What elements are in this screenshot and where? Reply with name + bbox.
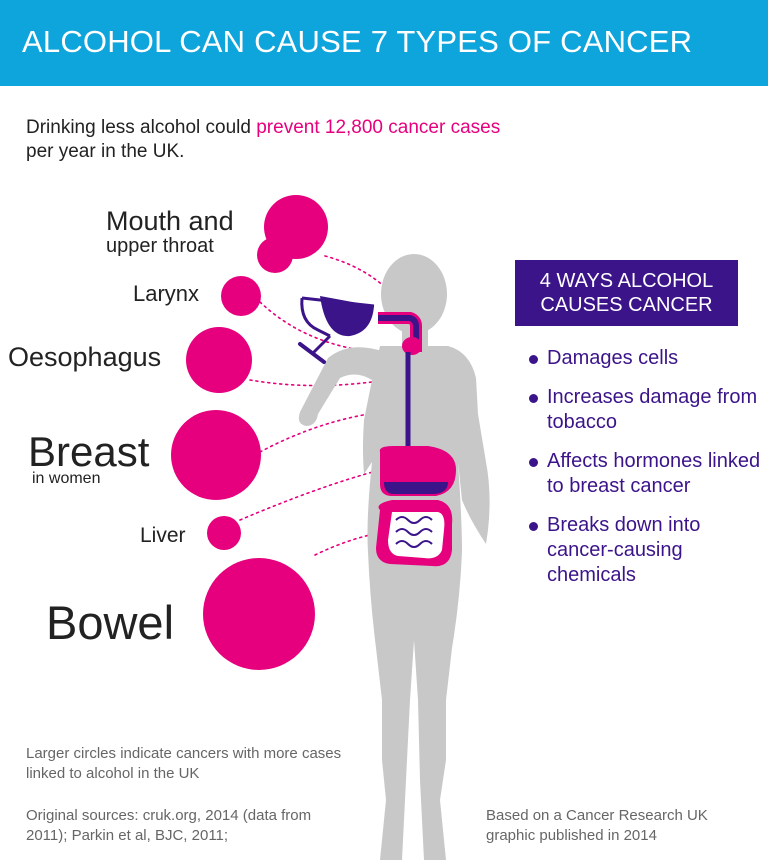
circle-larynx xyxy=(221,276,261,316)
label-oesophagus: Oesophagus xyxy=(8,342,162,372)
ways-list-item: Affects hormones linked to breast cancer xyxy=(527,449,762,499)
bullet-icon xyxy=(529,355,538,364)
ways-list-item: Damages cells xyxy=(527,346,762,371)
circle-oesophagus xyxy=(186,327,252,393)
ways-title-line1: 4 WAYS ALCOHOL xyxy=(539,270,714,292)
ways-title-line2: CAUSES CANCER xyxy=(540,294,713,316)
ways-title-box: 4 WAYS ALCOHOL CAUSES CANCER xyxy=(515,260,738,326)
label-liver: Liver xyxy=(140,524,186,547)
sources-note: Original sources: cruk.org, 2014 (data f… xyxy=(26,807,312,844)
label-larynx: Larynx xyxy=(133,281,200,306)
intro-text-after: per year in the UK. xyxy=(26,141,185,162)
ways-title: 4 WAYS ALCOHOL CAUSES CANCER xyxy=(515,260,738,317)
circle-liver xyxy=(207,516,241,550)
based-on-note: Based on a Cancer Research UK graphic pu… xyxy=(486,807,708,844)
bullet-icon xyxy=(529,394,538,403)
circle-size-note: Larger circles indicate cancers with mor… xyxy=(26,745,342,782)
label-mouth: Mouth and xyxy=(106,206,234,236)
wine-glass-icon xyxy=(298,296,375,364)
intro-text: Drinking less alcohol could prevent 12,8… xyxy=(26,116,646,164)
ways-list-item: Increases damage from tobacco xyxy=(527,385,762,435)
label-breast: Breast xyxy=(28,428,150,475)
page-title: ALCOHOL CAN CAUSE 7 TYPES OF CANCER xyxy=(22,24,693,59)
circle-bowel xyxy=(203,558,315,670)
intro-text-before: Drinking less alcohol could xyxy=(26,117,257,138)
digestive-tract-icon xyxy=(376,312,456,567)
circle-breast xyxy=(171,410,261,500)
connector-larynx xyxy=(259,301,361,351)
bullet-icon xyxy=(529,522,538,531)
connector-liver xyxy=(239,469,381,521)
bullet-icon xyxy=(529,458,538,467)
intro-highlight: prevent 12,800 cancer cases xyxy=(256,117,501,138)
circle-upper-throat xyxy=(257,237,293,273)
ways-list: Damages cells Increases damage from toba… xyxy=(527,346,762,602)
header-banner: ALCOHOL CAN CAUSE 7 TYPES OF CANCER xyxy=(0,0,768,86)
label-bowel: Bowel xyxy=(46,596,175,649)
label-upper-throat: upper throat xyxy=(106,235,214,257)
label-in-women: in women xyxy=(32,470,101,487)
ways-list-item: Breaks down into cancer-causing chemical… xyxy=(527,513,762,588)
